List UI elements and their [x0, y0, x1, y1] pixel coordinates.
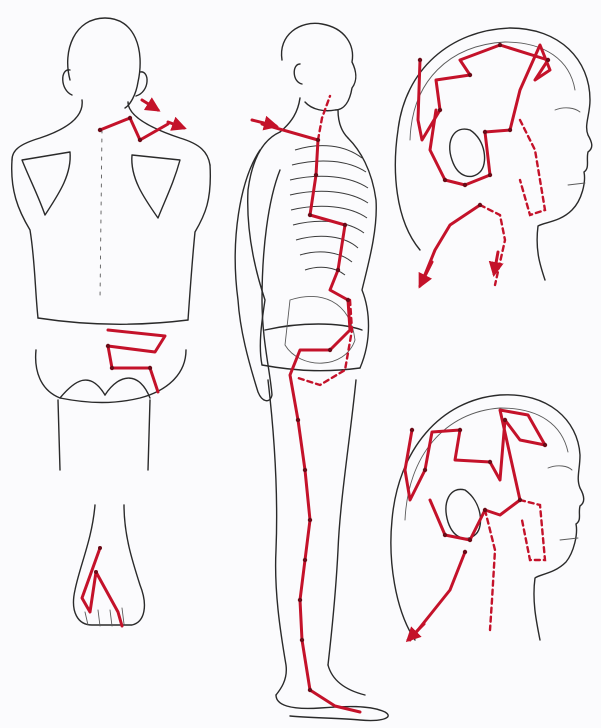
foot-meridian	[82, 548, 122, 626]
side-ear	[294, 64, 302, 84]
scapula-right	[132, 155, 180, 218]
acupoint	[98, 546, 102, 550]
side-internal-path	[298, 300, 352, 385]
lower-head-outline	[391, 395, 584, 640]
waistband	[38, 318, 188, 324]
foot-top-view	[74, 505, 145, 626]
back-neck-left	[12, 100, 82, 160]
acupoint	[138, 138, 142, 142]
lower-neck-meridian	[410, 552, 465, 640]
side-neck-internal	[318, 96, 330, 140]
side-leg-front	[328, 380, 356, 665]
side-body-meridian	[262, 124, 360, 712]
side-leg-back	[268, 380, 286, 695]
upper-internal-path	[480, 205, 505, 285]
upper-eye	[555, 108, 580, 112]
spine-line	[100, 130, 102, 300]
upper-face-internal	[520, 120, 545, 215]
back-torso-right	[188, 165, 210, 320]
back-view-figure	[12, 18, 211, 470]
side-head-outline	[282, 23, 356, 110]
lower-internal-path	[485, 510, 495, 630]
arrow-neck	[142, 100, 158, 110]
back-ear-left	[63, 70, 72, 95]
arrow-upper-neck	[420, 262, 432, 286]
upper-ear	[450, 129, 485, 176]
upper-mouth	[568, 183, 585, 185]
back-shoulder-meridian	[100, 118, 168, 140]
head-profile-lower	[391, 395, 584, 640]
upper-neck-meridian	[422, 205, 480, 282]
briefs-leg-left	[60, 380, 105, 398]
lower-eye	[548, 466, 572, 470]
arrow-upper-internal	[494, 252, 498, 274]
acupoint	[94, 570, 98, 574]
back-leg-left	[58, 400, 60, 470]
lower-face-internal	[520, 500, 545, 560]
back-torso-left	[12, 160, 38, 318]
lower-head-meridian	[405, 410, 545, 540]
head-profile-upper	[395, 28, 591, 286]
briefs-leg-right	[105, 378, 150, 398]
scapula-left	[22, 152, 70, 215]
side-foot	[276, 695, 388, 721]
acupoint	[106, 344, 110, 348]
acupoint	[148, 366, 152, 370]
side-view-figure	[235, 23, 388, 720]
foot-outline	[74, 505, 145, 625]
side-foot-back	[328, 665, 365, 695]
lower-head-inner	[405, 408, 568, 520]
side-pelvis-bone	[285, 296, 355, 363]
side-chest-line	[348, 138, 376, 368]
acupoint	[98, 128, 102, 132]
acupoint	[128, 116, 132, 120]
acupoint	[110, 366, 114, 370]
upper-head-outline	[395, 28, 591, 280]
arrow-shoulder	[168, 122, 184, 128]
back-head-outline	[68, 18, 140, 108]
back-leg-right	[148, 400, 150, 470]
rib-cage	[290, 146, 368, 275]
